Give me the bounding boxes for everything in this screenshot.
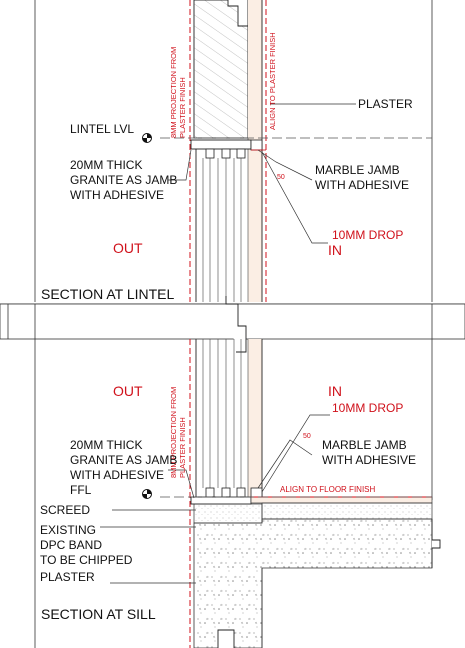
- level-datum-fill: [142, 489, 152, 499]
- leader-line: [261, 151, 328, 244]
- marble-jamb: [250, 487, 263, 498]
- screed-outside: [193, 503, 263, 524]
- plaster-finish: [248, 339, 262, 499]
- section-title-sill: SECTION AT SILL: [41, 606, 156, 622]
- leader-line: [168, 149, 192, 181]
- window-sill-frame: [190, 496, 252, 505]
- plaster-finish: [248, 0, 262, 302]
- plaster-label-sill: PLASTER: [40, 570, 95, 584]
- leader-line: [168, 469, 195, 499]
- lintel-level-label: LINTEL LVL: [70, 122, 135, 136]
- screed-layer: [261, 502, 433, 520]
- break-line: [217, 629, 235, 648]
- ffl-label: FFL: [70, 483, 92, 497]
- out-label-sill: OUT: [113, 383, 143, 399]
- drop-note-sill: 10MM DROP: [332, 401, 404, 415]
- plaster-label-lintel: PLASTER: [358, 97, 413, 111]
- lintel-section: [0, 0, 465, 353]
- sill-block: [236, 487, 246, 498]
- drop-note-lintel: 10MM DROP: [332, 228, 404, 242]
- level-datum-fill: [142, 133, 152, 143]
- sill-block: [221, 487, 231, 498]
- dimension-50-lintel: 50: [277, 174, 285, 181]
- leader-line: [257, 149, 313, 181]
- projection-note-lintel: 8MM PROJECTION FROM PLASTER FINISH: [169, 46, 187, 138]
- marble-note-lintel: MARBLE JAMB WITH ADHESIVE: [315, 163, 410, 192]
- in-label-sill: IN: [328, 383, 342, 399]
- granite-note-lintel: 20MM THICK GRANITE AS JAMB WITH ADHESIVE: [70, 158, 178, 202]
- head-block: [236, 148, 246, 159]
- dpc-note: EXISTING DPC BAND TO BE CHIPPED: [40, 523, 133, 567]
- concrete-slab: [193, 518, 433, 648]
- dimension-50-sill: 50: [303, 433, 311, 440]
- sill-block: [205, 487, 215, 498]
- align-note-sill: ALIGN TO FLOOR FINISH: [280, 485, 376, 494]
- leader-line: [261, 414, 330, 493]
- break-line: [225, 296, 247, 353]
- align-note-lintel: ALIGN TO PLASTER FINISH: [268, 32, 277, 130]
- granite-note-sill: 20MM THICK GRANITE AS JAMB WITH ADHESIVE: [70, 438, 178, 482]
- in-label-lintel: IN: [328, 242, 342, 258]
- head-block: [221, 148, 231, 159]
- head-block: [205, 148, 215, 159]
- marble-note-sill: MARBLE JAMB WITH ADHESIVE: [322, 438, 417, 467]
- break-line: [431, 519, 441, 568]
- out-label-lintel: OUT: [113, 240, 143, 256]
- marble-jamb: [250, 139, 263, 151]
- window-head-frame: [190, 139, 252, 150]
- sill-section: [34, 339, 441, 648]
- section-title-lintel: SECTION AT LINTEL: [41, 286, 175, 302]
- leader-line: [257, 439, 313, 489]
- screed-label: SCREED: [40, 503, 91, 517]
- floor-finish: [250, 496, 433, 504]
